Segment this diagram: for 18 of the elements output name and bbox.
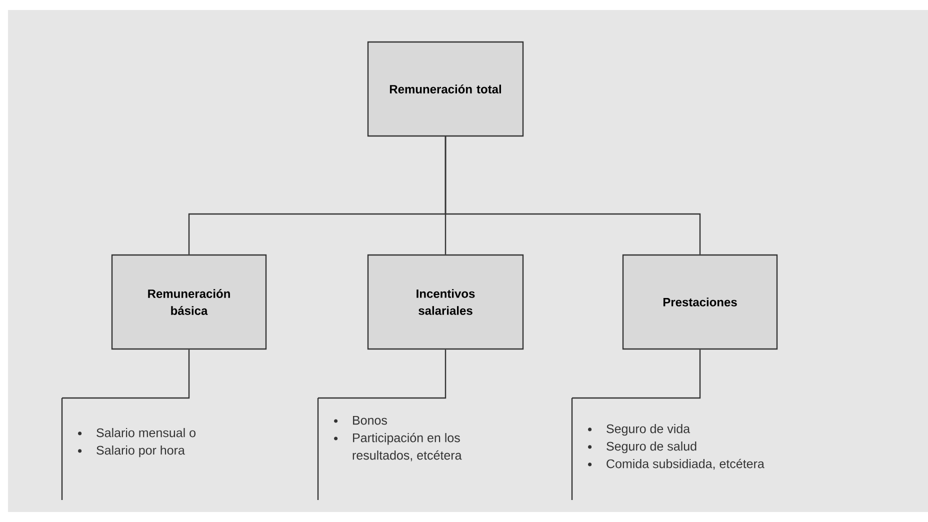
- connector-line: [62, 350, 190, 399]
- node-label: Seguro de vida: [606, 424, 690, 436]
- node-label: Comida subsidiada, etcétera: [606, 458, 764, 470]
- bullet-list: Bonos Participación en los resultados, etcétera: [334, 416, 462, 462]
- bullet-list: Seguro de vida Seguro de salud Comida subsidiada, etcétera: [588, 424, 764, 470]
- category-box: Remuneración total: [367, 41, 524, 137]
- node-label: Bonos: [353, 416, 387, 425]
- connector-line: [318, 350, 446, 399]
- bullet-list: Salario mensual o Salario por hora: [78, 428, 196, 458]
- category-box: Remuneración básica: [111, 254, 267, 350]
- node-label: Salario mensual o: [96, 428, 196, 438]
- node-label: Salario por hora: [96, 445, 185, 458]
- connector-line: [444, 136, 701, 254]
- node-label: Seguro de salud: [606, 441, 696, 454]
- node-label: Participación en los resultados, etcétera: [352, 432, 462, 462]
- category-box: Prestaciones: [622, 254, 778, 350]
- connector-line: [572, 350, 701, 399]
- category-box: Incentivos salariales: [367, 254, 524, 350]
